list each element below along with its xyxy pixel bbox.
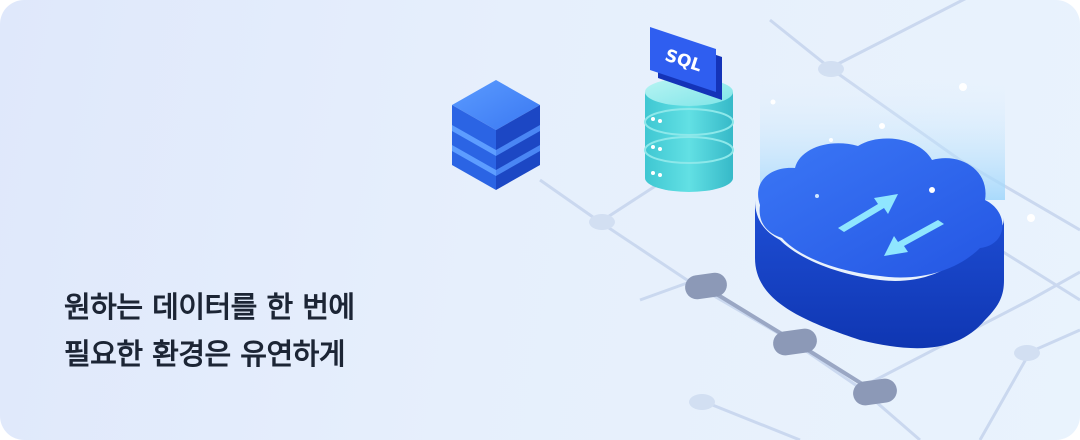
sparkles: [770, 83, 1035, 222]
cloud-transfer-icon: [755, 138, 1004, 349]
headline: 원하는 데이터를 한 번에 필요한 환경은 유연하게: [64, 284, 355, 378]
sql-badge: SQL: [650, 27, 722, 100]
headline-line-2: 필요한 환경은 유연하게: [64, 337, 345, 371]
data-stack-icon: [452, 80, 540, 190]
network-hub-nodes: [685, 272, 897, 406]
headline-line-1: 원하는 데이터를 한 번에: [64, 290, 355, 324]
